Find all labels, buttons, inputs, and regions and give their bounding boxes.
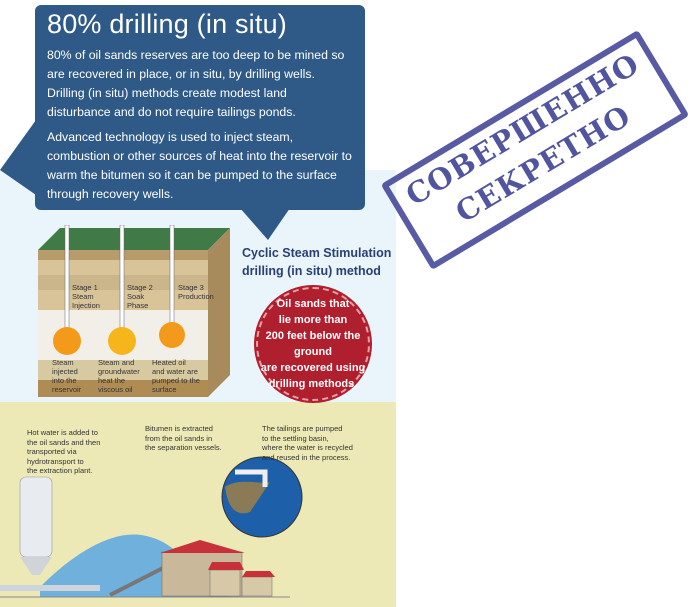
top-secret-stamp: СОВЕРШЕННО СЕКРЕТНО	[380, 29, 690, 271]
method-line-2: drilling (in situ) method	[242, 264, 381, 278]
note-extraction: Bitumen is extracted from the oil sands …	[145, 424, 222, 452]
well-1	[53, 225, 81, 355]
stage-2-label: Stage 2 Soak Phase	[127, 283, 153, 310]
depth-badge-text: Oil sands that lie more than 200 feet be…	[260, 298, 366, 390]
callout-tail-bottom	[240, 208, 290, 240]
depth-badge: Oil sands that lie more than 200 feet be…	[256, 287, 370, 401]
method-line-1: Cyclic Steam Stimulation	[242, 246, 392, 260]
note-tailings: The tailings are pumped to the settling …	[262, 424, 353, 462]
info-callout: 80% drilling (in situ) 80% of oil sands …	[35, 5, 365, 210]
stage-3-caption: Heated oil and water are pumped to the s…	[152, 358, 200, 394]
extraction-plant-illustration	[0, 456, 303, 598]
note-hydrotransport: Hot water is added to the oil sands and …	[27, 428, 101, 475]
drilling-diagram	[38, 225, 230, 397]
callout-tail-left	[0, 120, 36, 195]
stage-1-label: Stage 1 Steam Injection	[72, 283, 100, 310]
method-title: Cyclic Steam Stimulation drilling (in si…	[242, 244, 391, 280]
well-3	[159, 225, 185, 348]
callout-paragraph-1: 80% of oil sands reserves are too deep t…	[47, 48, 345, 119]
stage-1-caption: Steam injected into the reservoir	[52, 358, 82, 394]
stage-2-caption: Steam and groundwater heat the viscous o…	[98, 358, 140, 394]
callout-paragraph-2: Advanced technology is used to inject st…	[47, 130, 352, 201]
stage-3-label: Stage 3 Production	[178, 283, 214, 301]
callout-title: 80% drilling (in situ)	[47, 9, 287, 39]
well-2	[108, 225, 136, 355]
